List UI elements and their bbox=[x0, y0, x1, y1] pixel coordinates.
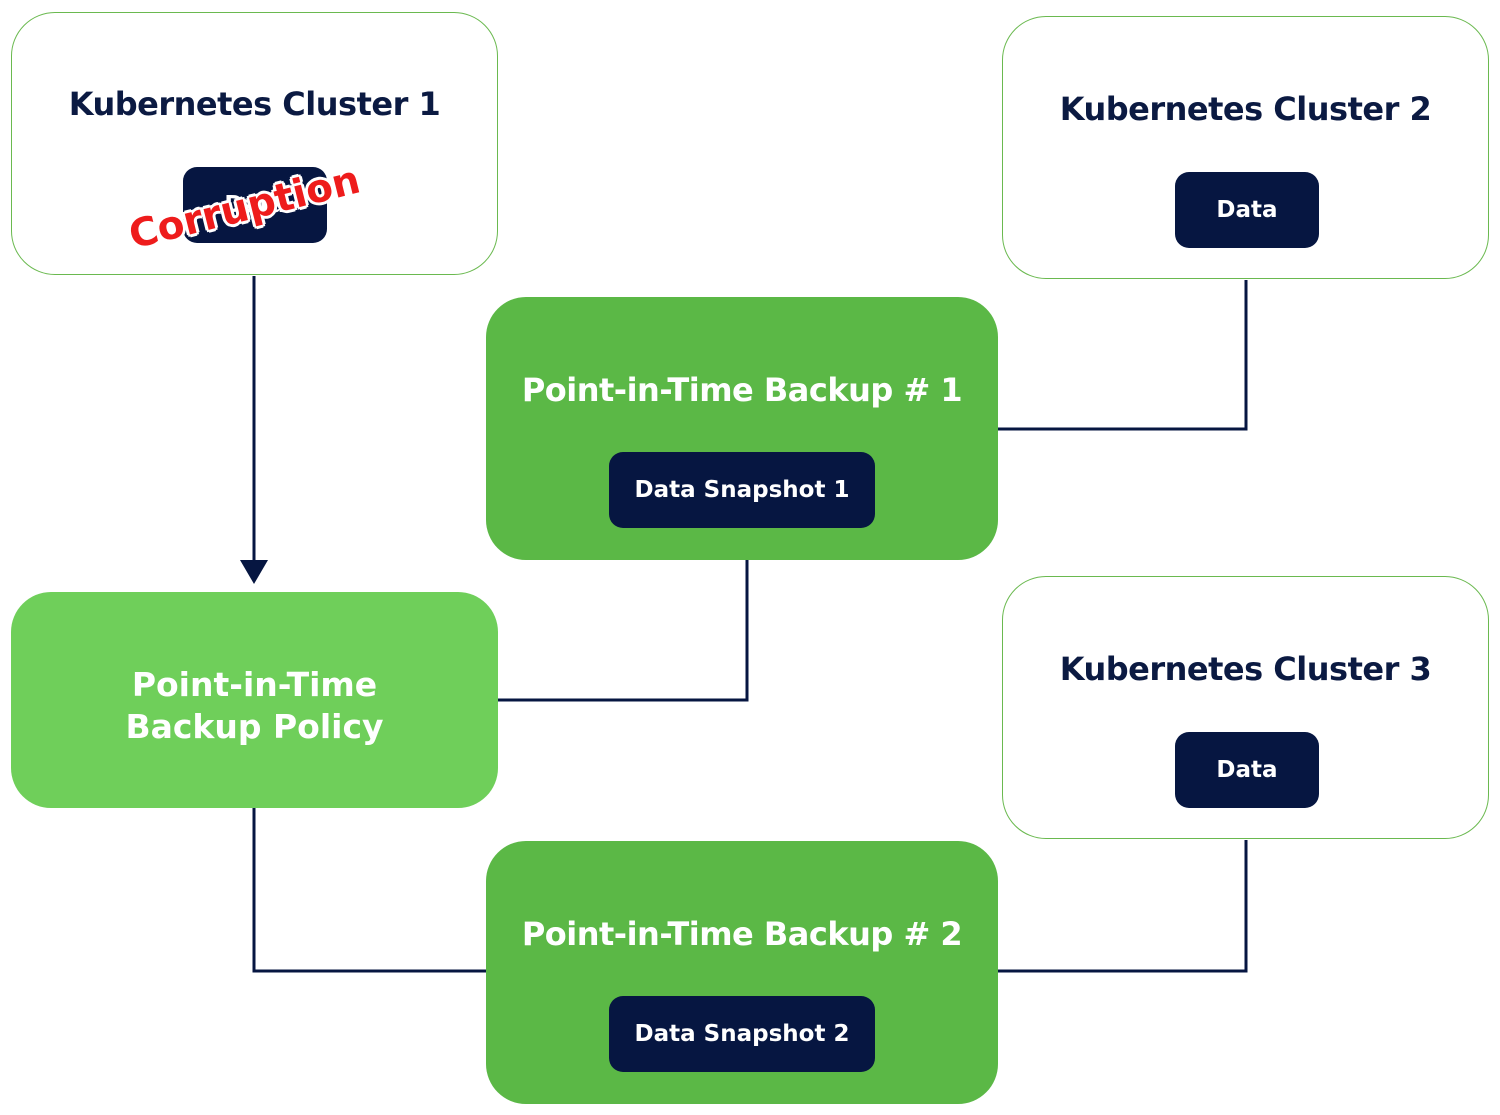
cluster-2-data-pill: Data bbox=[1175, 172, 1319, 248]
connector-backup1-policy bbox=[498, 560, 749, 702]
point-in-time-backup-1: Point-in-Time Backup # 1 Data Snapshot 1 bbox=[486, 297, 998, 560]
point-in-time-backup-policy: Point-in-Time Backup Policy bbox=[11, 592, 498, 808]
cluster-1-title: Kubernetes Cluster 1 bbox=[68, 85, 441, 123]
cluster-3-data-pill: Data bbox=[1175, 732, 1319, 808]
arrowhead-icon bbox=[240, 560, 268, 584]
backup-2-snapshot-pill: Data Snapshot 2 bbox=[609, 996, 875, 1072]
backup-1-title: Point-in-Time Backup # 1 bbox=[521, 371, 963, 409]
cluster-1-data-pill: Data bbox=[183, 167, 327, 243]
point-in-time-backup-2: Point-in-Time Backup # 2 Data Snapshot 2 bbox=[486, 841, 998, 1104]
policy-title: Point-in-Time Backup Policy bbox=[11, 664, 498, 748]
kubernetes-cluster-3: Kubernetes Cluster 3 Data bbox=[1002, 576, 1489, 839]
connector-policy-backup2 bbox=[252, 808, 486, 973]
connector-backup2-cluster3 bbox=[998, 840, 1248, 973]
cluster-3-title: Kubernetes Cluster 3 bbox=[1059, 650, 1432, 688]
kubernetes-cluster-2: Kubernetes Cluster 2 Data bbox=[1002, 16, 1489, 279]
connector-backup1-cluster2 bbox=[998, 280, 1248, 431]
backup-2-title: Point-in-Time Backup # 2 bbox=[521, 915, 963, 953]
kubernetes-cluster-1: Kubernetes Cluster 1 Data bbox=[11, 12, 498, 275]
policy-title-line-1: Point-in-Time bbox=[131, 665, 378, 704]
cluster-2-title: Kubernetes Cluster 2 bbox=[1059, 90, 1432, 128]
backup-1-snapshot-pill: Data Snapshot 1 bbox=[609, 452, 875, 528]
policy-title-line-2: Backup Policy bbox=[125, 707, 384, 746]
